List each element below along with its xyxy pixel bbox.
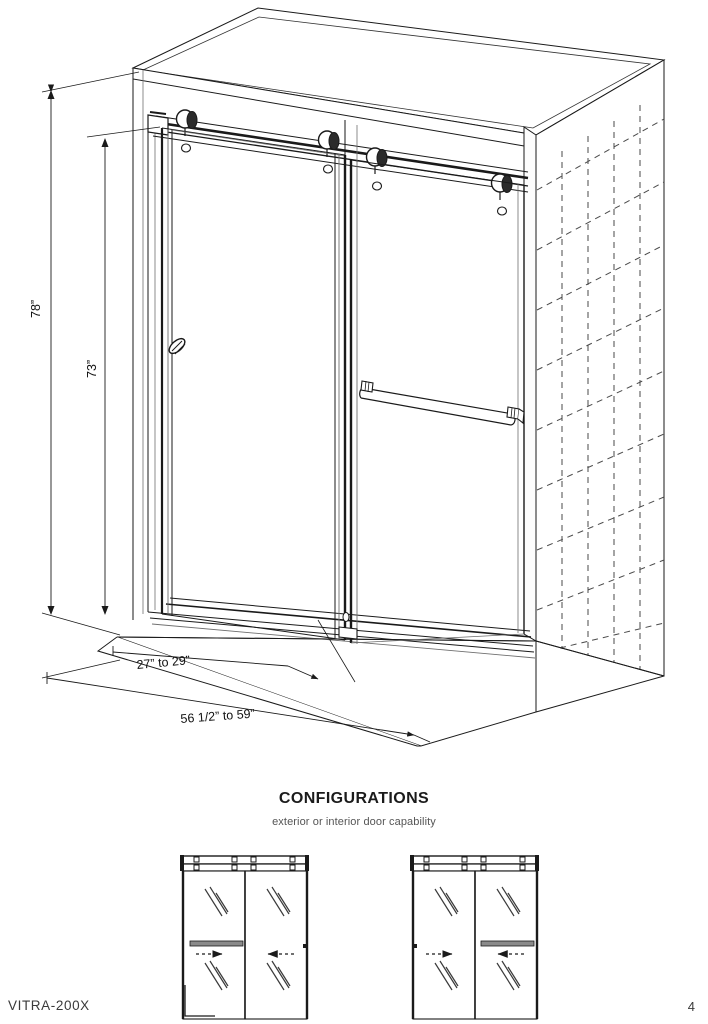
roller-3 bbox=[365, 147, 388, 174]
left-jamb-wall bbox=[132, 68, 156, 620]
config-handle-bar bbox=[189, 940, 244, 947]
vertical-knob-handle bbox=[168, 337, 186, 355]
roller-2 bbox=[317, 130, 340, 157]
config-handle-bar bbox=[480, 940, 535, 947]
floor-base bbox=[96, 636, 665, 747]
dimension-label-overall-height: 78” bbox=[29, 299, 43, 318]
right-glass-door-panel bbox=[344, 120, 525, 644]
roller-pins bbox=[180, 143, 508, 216]
glass-reflection-marks bbox=[434, 886, 521, 991]
configurations-heading: CONFIGURATIONS bbox=[278, 790, 430, 807]
bottom-guide-block bbox=[338, 626, 358, 640]
footer-page-number: 4 bbox=[687, 999, 695, 1014]
footer-model-number: VITRA-200X bbox=[8, 998, 90, 1013]
dimension-label-glass-height: 73” bbox=[85, 359, 99, 378]
roller-4 bbox=[490, 173, 513, 200]
roller-1 bbox=[175, 109, 198, 136]
left-glass-door-panel bbox=[160, 127, 347, 641]
configuration-diagram-interior bbox=[410, 855, 539, 1020]
bottom-door-stop bbox=[342, 612, 350, 622]
enclosure-perspective-group bbox=[41, 7, 666, 747]
configuration-diagram-exterior bbox=[180, 855, 309, 1020]
horizontal-towel-bar-handle bbox=[359, 380, 525, 426]
footer-corner-bracket bbox=[184, 985, 215, 1017]
dimension-lines bbox=[41, 71, 431, 743]
configurations-subtitle: exterior or interior door capability bbox=[272, 816, 436, 828]
tiled-wall bbox=[523, 59, 665, 677]
roller-assemblies bbox=[175, 109, 513, 216]
glass-reflection-marks bbox=[204, 886, 291, 991]
